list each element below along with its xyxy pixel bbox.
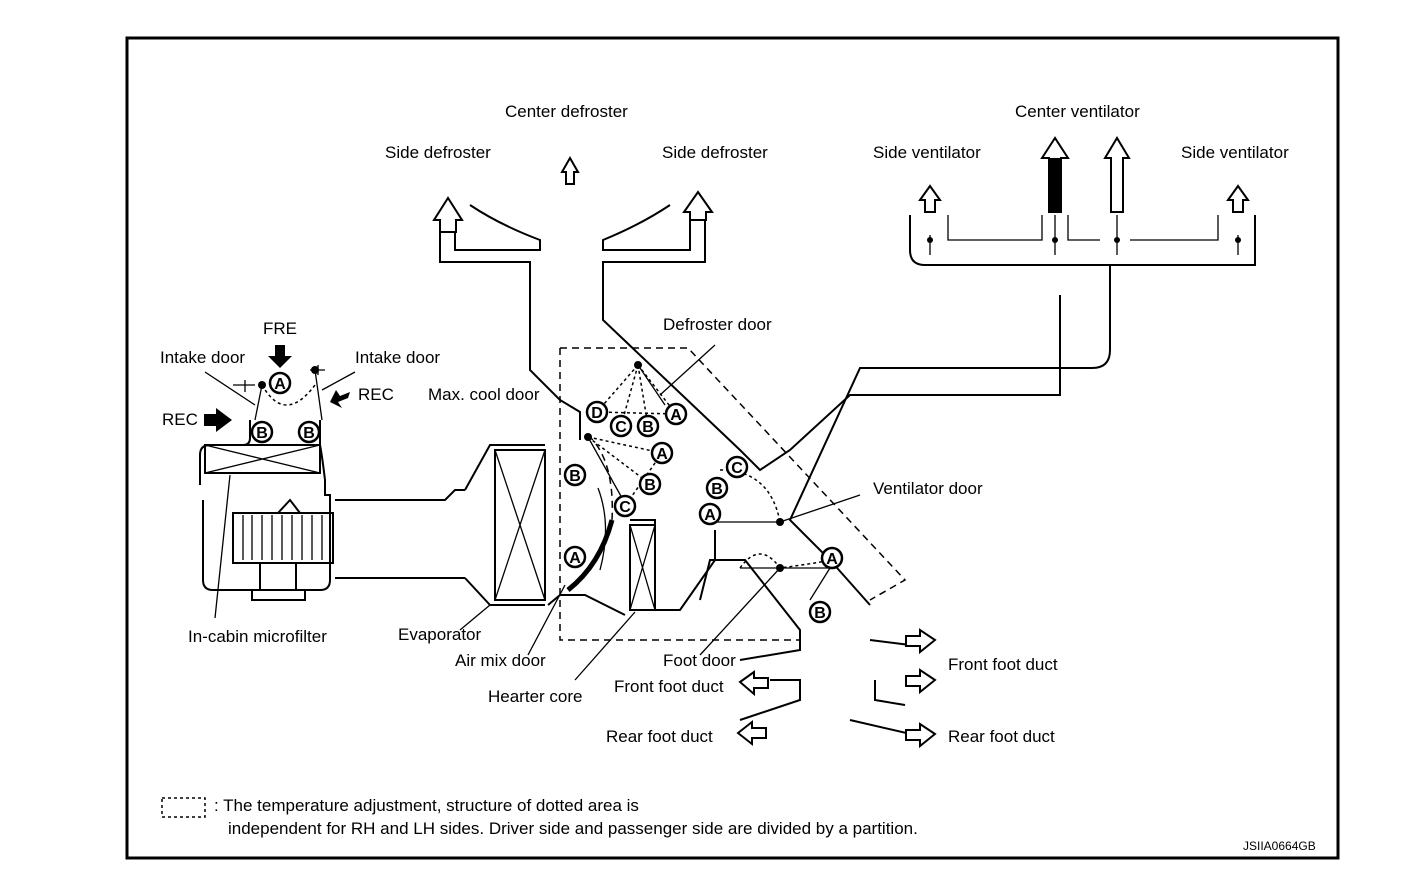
legend-dotted-area-sample [161, 797, 206, 818]
door-position-marker: A [268, 371, 292, 395]
side-defroster-left-arrow [432, 196, 464, 233]
marker-circle [613, 494, 637, 518]
rec-left-arrow [204, 408, 232, 432]
marker-circle [636, 414, 660, 438]
door-position-marker: A [650, 441, 674, 465]
rear-foot-duct-right-label: Rear foot duct [948, 727, 1055, 746]
center-ventilator-label: Center ventilator [1015, 102, 1140, 121]
evaporator-case [459, 344, 937, 749]
side-defroster-left-label: Side defroster [385, 143, 491, 162]
marker-circle [705, 476, 729, 500]
intake-unit [199, 345, 465, 619]
marker-letter: B [569, 468, 581, 485]
marker-letter: A [569, 550, 581, 567]
evaporator-label: Evaporator [398, 625, 481, 644]
marker-letter: B [642, 419, 654, 436]
rec-right-label: REC [358, 385, 394, 404]
marker-circle [563, 463, 587, 487]
side-ventilator-left-arrow [918, 184, 942, 213]
rear-foot-duct-left-label: Rear foot duct [606, 727, 713, 746]
side-ventilator-right-arrow [1226, 184, 1250, 213]
ventilator-ducts [788, 136, 1256, 606]
marker-circle [808, 600, 832, 624]
side-ventilator-left-label: Side ventilator [873, 143, 981, 162]
marker-letter: B [256, 425, 268, 442]
marker-letter: B [814, 605, 826, 622]
fre-label: FRE [263, 319, 297, 338]
side-ventilator-right-label: Side ventilator [1181, 143, 1289, 162]
marker-letter: B [711, 481, 723, 498]
door-position-marker: D [585, 400, 609, 424]
legend-line-1: : The temperature adjustment, structure … [214, 796, 639, 815]
door-position-marker: A [664, 402, 688, 426]
front-foot-duct-right-arrow-2 [905, 668, 937, 695]
front-foot-duct-right-arrow-1 [905, 628, 937, 655]
door-position-marker: C [609, 414, 633, 438]
marker-circle [250, 420, 274, 444]
door-position-marker: C [725, 455, 749, 479]
marker-letter: A [656, 446, 668, 463]
marker-letter: A [670, 407, 682, 424]
marker-letter: D [591, 405, 603, 422]
marker-letter: A [274, 376, 286, 393]
fre-arrow [268, 345, 292, 368]
marker-circle [268, 371, 292, 395]
front-foot-duct-left-label: Front foot duct [614, 677, 724, 696]
figure-id: JSIIA0664GB [1243, 839, 1316, 853]
in-cabin-microfilter-label: In-cabin microfilter [188, 627, 327, 646]
center-defroster-arrow [560, 155, 580, 185]
door-position-marker: C [613, 494, 637, 518]
foot-door-label: Foot door [663, 651, 736, 670]
front-foot-duct-right-label: Front foot duct [948, 655, 1058, 674]
marker-letter: A [704, 507, 716, 524]
side-defroster-right-arrow [682, 190, 714, 221]
door-position-marker: B [636, 414, 660, 438]
door-position-marker: B [705, 476, 729, 500]
intake-door-right-label: Intake door [355, 348, 440, 367]
rear-foot-duct-right-arrow [905, 722, 937, 749]
rear-foot-duct-left-arrow [736, 719, 767, 747]
frame [125, 36, 1340, 860]
door-position-marker: B [563, 463, 587, 487]
legend-line-2: independent for RH and LH sides. Driver … [228, 819, 918, 838]
center-defroster-label: Center defroster [505, 102, 628, 121]
marker-circle [698, 502, 722, 526]
door-position-marker: A [563, 545, 587, 569]
door-position-marker: B [638, 472, 662, 496]
marker-circle [638, 472, 662, 496]
door-position-marker: B [250, 420, 274, 444]
ventilator-door-label: Ventilator door [873, 479, 983, 498]
side-defroster-right-label: Side defroster [662, 143, 768, 162]
marker-letter: C [615, 419, 627, 436]
marker-circle [664, 402, 688, 426]
max-cool-door-label: Max. cool door [428, 385, 540, 404]
defroster-ducts [432, 155, 1061, 472]
marker-circle [585, 400, 609, 424]
rec-right-arrow [330, 390, 350, 408]
marker-circle [563, 545, 587, 569]
marker-letter: A [826, 551, 838, 568]
center-ventilator-right-arrow [1103, 136, 1131, 213]
marker-letter: C [731, 460, 743, 477]
air-mix-door-label: Air mix door [455, 651, 546, 670]
marker-letter: C [619, 499, 631, 516]
marker-circle [609, 414, 633, 438]
heater-core-label: Hearter core [488, 687, 582, 706]
rec-left-label: REC [162, 410, 198, 429]
door-position-marker: B [297, 420, 321, 444]
marker-letter: B [644, 477, 656, 494]
marker-circle [297, 420, 321, 444]
door-position-marker: B [808, 600, 832, 624]
marker-circle [650, 441, 674, 465]
door-position-marker: A [698, 502, 722, 526]
intake-door-left-label: Intake door [160, 348, 245, 367]
marker-circle [725, 455, 749, 479]
marker-letter: B [303, 425, 315, 442]
defroster-door-label: Defroster door [663, 315, 772, 334]
marker-circle [820, 546, 844, 570]
door-position-marker: A [820, 546, 844, 570]
front-foot-duct-left-arrow [738, 670, 769, 697]
